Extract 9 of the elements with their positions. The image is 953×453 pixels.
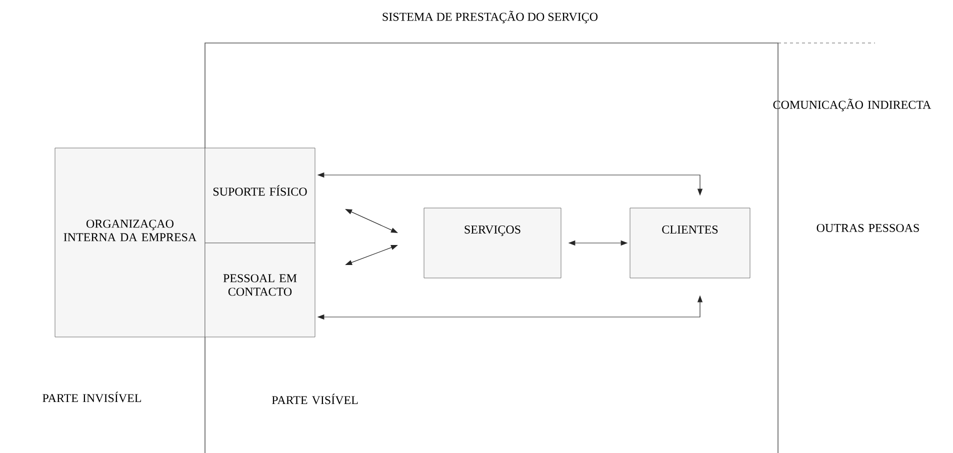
process-box: CLIENTES: [630, 208, 750, 278]
region-label: PARTE INVISÍVEL: [42, 392, 142, 402]
region-label: PARTE VISÍVEL: [272, 394, 358, 404]
process-box: PESSOAL EM CONTACTO: [204, 242, 316, 338]
title: SISTEMA DE PRESTAÇÃO DO SERVIÇO: [382, 10, 598, 24]
process-box: SERVIÇOS: [424, 208, 562, 278]
note: OUTRAS PESSOAS: [816, 224, 919, 232]
process-box: SUPORTE FÍSICO: [204, 148, 316, 244]
note: COMUNICAÇÃO INDIRECTA: [773, 98, 932, 112]
